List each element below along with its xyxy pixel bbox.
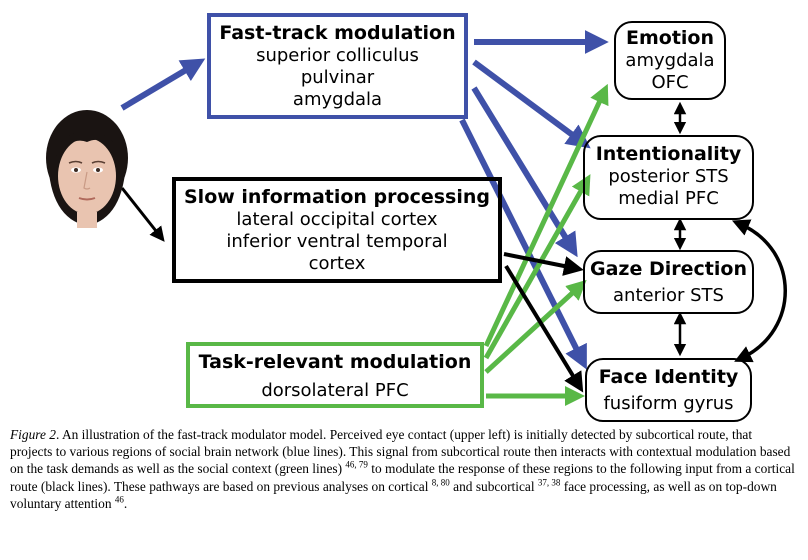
fast-track-line: amygdala <box>292 89 383 110</box>
arrows-layer <box>120 30 787 406</box>
blue-arrow-to-intentionality <box>472 59 591 149</box>
intentionality-line: posterior STS <box>608 166 729 187</box>
intentionality-title: Intentionality <box>595 143 742 165</box>
fast-track-title: Fast-track modulation <box>219 22 456 44</box>
task-relevant-box: Task-relevant modulation dorsolateral PF… <box>186 342 484 408</box>
gaze-direction-box: Gaze Direction anterior STS <box>583 250 754 314</box>
face-identity-box: Face Identity fusiform gyrus <box>585 358 752 422</box>
black-arrow-to-gaze <box>503 252 584 276</box>
face-identity-line: fusiform gyrus <box>603 393 734 414</box>
face-identity-title: Face Identity <box>598 366 739 388</box>
caption-reference: 46, 79 <box>345 459 368 470</box>
caption-reference: 46 <box>114 494 124 505</box>
fast-track-box: Fast-track modulation superior colliculu… <box>207 13 468 119</box>
intentionality-line: medial PFC <box>618 188 719 209</box>
gaze-direction-title: Gaze Direction <box>590 258 747 280</box>
slow-info-line: inferior ventral temporal <box>226 231 448 252</box>
emotion-line: OFC <box>651 72 689 93</box>
figure-caption: Figure 2. An illustration of the fast-tr… <box>10 426 795 512</box>
green-arrow-to-gaze <box>484 279 587 374</box>
black-arrow-face-to-slow <box>120 187 165 242</box>
emotion-title: Emotion <box>625 27 714 49</box>
slow-info-title: Slow information processing <box>184 186 490 208</box>
bidirectional-curve-intentionality-faceidentity <box>731 219 787 363</box>
caption-text: and subcortical <box>449 478 538 494</box>
slow-info-line: cortex <box>308 253 366 274</box>
emotion-line: amygdala <box>625 50 715 71</box>
blue-arrow-to-gaze <box>471 86 578 258</box>
intentionality-box: Intentionality posterior STS medial PFC <box>583 135 754 220</box>
blue-arrow-face-to-fasttrack <box>120 58 206 111</box>
caption-text: to modulate the response of these region… <box>10 461 795 494</box>
face-image <box>46 110 128 228</box>
caption-label: Figure 2 <box>10 427 56 442</box>
caption-text: face processing, as well as on top-down … <box>10 478 777 511</box>
task-relevant-line: dorsolateral PFC <box>261 380 409 401</box>
caption-reference: 37, 38 <box>537 477 561 488</box>
blue-arrow-to-face-identity <box>459 118 587 370</box>
caption-text: . An illustration of the fast-track modu… <box>10 427 791 477</box>
slow-info-line: lateral occipital cortex <box>236 209 438 230</box>
fast-track-line: superior colliculus <box>256 45 419 66</box>
task-relevant-title: Task-relevant modulation <box>198 351 472 373</box>
slow-information-box: Slow information processing lateral occi… <box>172 177 502 283</box>
black-arrow-to-face-identity <box>504 264 584 393</box>
green-arrow-to-emotion <box>483 83 609 348</box>
emotion-box: Emotion amygdala OFC <box>614 21 726 100</box>
green-arrow-to-intentionality <box>483 174 591 360</box>
caption-reference: 8, 80 <box>431 477 450 488</box>
gaze-direction-line: anterior STS <box>613 285 724 306</box>
fast-track-line: pulvinar <box>300 67 375 88</box>
caption-text: . <box>123 495 128 511</box>
